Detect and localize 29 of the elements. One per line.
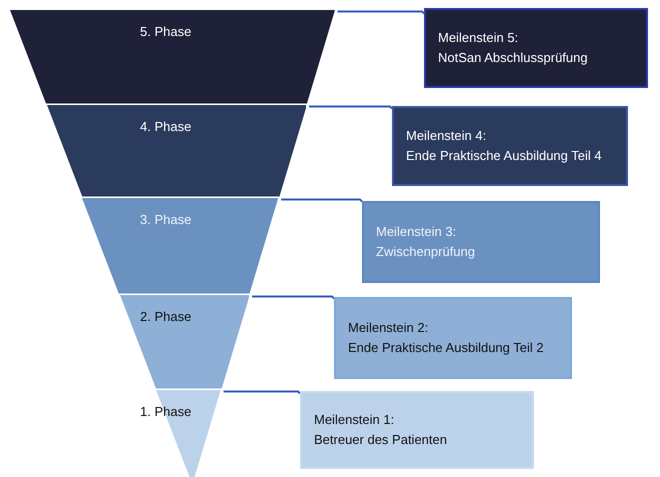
phase-label: 3. Phase (140, 212, 192, 227)
connector-line (338, 10, 425, 14)
funnel-segment (10, 10, 335, 105)
milestone-text: Ende Praktische Ausbildung Teil 2 (348, 339, 545, 357)
connector-line (309, 106, 393, 110)
milestone-text: Zwischenprüfung (376, 243, 476, 261)
milestone-heading: Meilenstein 2: (348, 319, 430, 337)
connector-line (224, 390, 301, 394)
milestone-box (334, 297, 572, 379)
milestone-text: NotSan Abschlussprüfung (438, 49, 589, 67)
milestone-heading: Meilenstein 4: (406, 127, 488, 145)
funnel-segment (120, 295, 250, 390)
milestone-heading: Meilenstein 5: (438, 29, 520, 47)
phase-label: 5. Phase (140, 24, 192, 39)
milestone-box (300, 391, 534, 469)
milestone-text: Betreuer des Patienten (314, 431, 448, 449)
phase-label: 2. Phase (140, 309, 192, 324)
connector-line (281, 198, 363, 202)
milestone-text: Ende Praktische Ausbildung Teil 4 (406, 147, 603, 165)
funnel-segment (46, 105, 306, 198)
funnel-segment (82, 198, 279, 295)
milestone-box (392, 106, 628, 186)
milestone-box (362, 201, 600, 283)
milestone-heading: Meilenstein 3: (376, 223, 458, 241)
milestone-heading: Meilenstein 1: (314, 411, 396, 429)
phase-label: 4. Phase (140, 119, 192, 134)
connector-line (252, 296, 335, 300)
milestone-box (424, 8, 648, 88)
phase-label: 1. Phase (140, 404, 192, 419)
